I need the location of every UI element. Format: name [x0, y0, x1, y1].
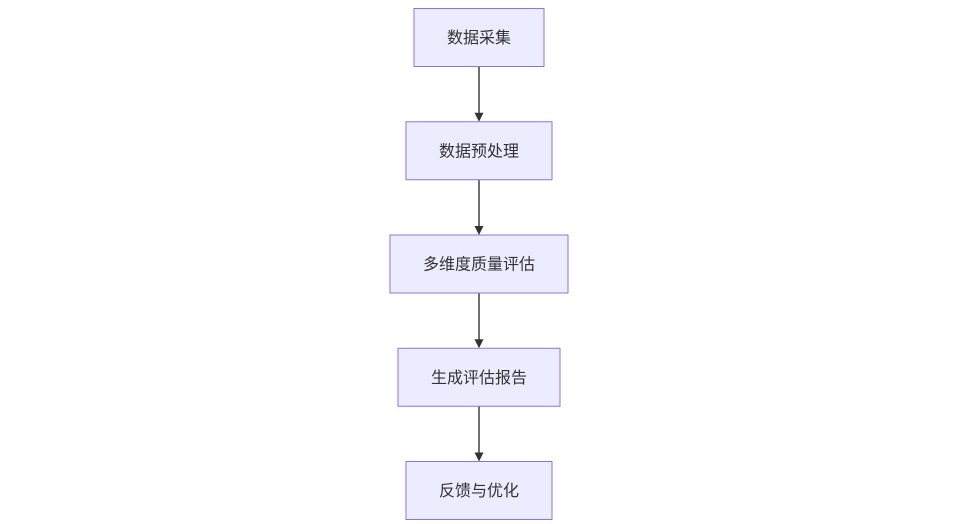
node-box-preprocess	[405, 121, 553, 181]
node-box-report	[397, 347, 561, 407]
node-assess: 多维度质量评估	[389, 234, 569, 294]
node-box-collect	[413, 8, 545, 67]
node-label-collect: 数据采集	[447, 28, 511, 47]
node-collect: 数据采集	[413, 8, 545, 67]
arrowhead-icon	[474, 226, 484, 235]
arrowhead-icon	[474, 339, 484, 349]
edge-assess-to-report	[474, 293, 484, 349]
node-label-preprocess: 数据预处理	[439, 141, 519, 160]
node-box-assess	[389, 234, 569, 294]
node-box-feedback	[405, 461, 553, 520]
edge-collect-to-preprocess	[474, 66, 484, 122]
edges-layer	[474, 66, 484, 462]
node-feedback: 反馈与优化	[405, 461, 553, 520]
node-preprocess: 数据预处理	[405, 121, 553, 181]
node-label-report: 生成评估报告	[431, 368, 527, 387]
node-label-assess: 多维度质量评估	[423, 255, 535, 274]
node-report: 生成评估报告	[397, 347, 561, 407]
arrowhead-icon	[474, 452, 484, 462]
node-label-feedback: 反馈与优化	[439, 481, 519, 500]
edge-report-to-feedback	[474, 406, 484, 462]
edge-preprocess-to-assess	[474, 179, 484, 235]
arrowhead-icon	[474, 112, 484, 122]
